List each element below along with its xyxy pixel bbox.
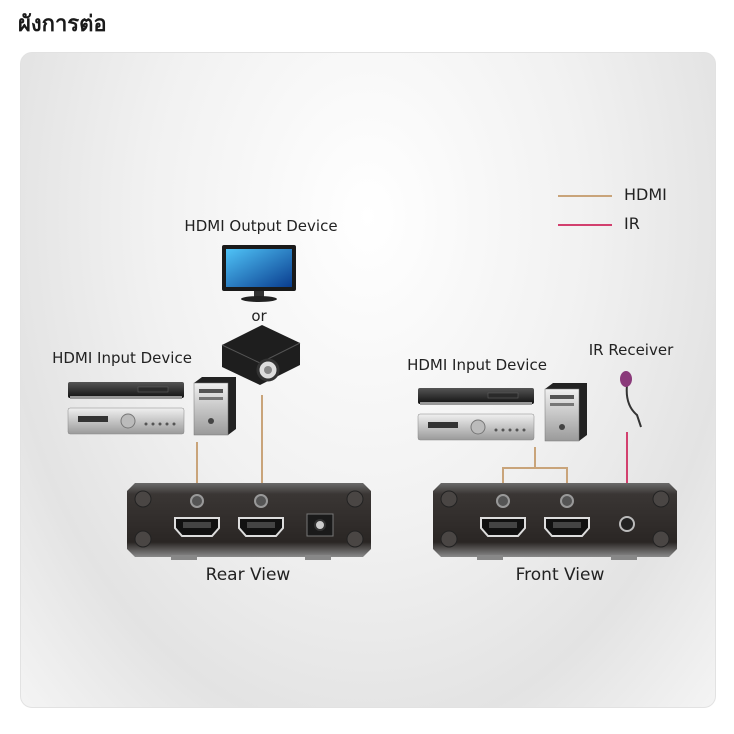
rear-pc-tower-icon xyxy=(193,376,237,436)
front-panel-device xyxy=(432,482,678,561)
rear-led-2 xyxy=(254,494,268,508)
rear-view-label: Rear View xyxy=(206,565,291,585)
monitor-icon xyxy=(222,245,296,302)
rear-hdmi-out-port xyxy=(238,517,284,537)
front-hdmi-in-port-2 xyxy=(544,517,590,537)
hdmi-output-device-label: HDMI Output Device xyxy=(184,217,337,235)
front-hdmi-cables xyxy=(502,447,568,493)
legend-ir-label: IR xyxy=(624,214,640,233)
or-label: or xyxy=(251,307,267,325)
front-led-2 xyxy=(560,494,574,508)
ir-port-icon xyxy=(619,516,635,532)
page-title: ผังการต่อ xyxy=(18,12,107,37)
rear-hdmi-input-device-label: HDMI Input Device xyxy=(52,349,192,367)
rear-led-1 xyxy=(190,494,204,508)
rear-dvd-player-icon xyxy=(67,381,185,435)
power-jack-icon xyxy=(306,513,334,537)
front-dvd-player-icon xyxy=(417,387,535,441)
rear-hdmi-in-port xyxy=(174,517,220,537)
front-view-label: Front View xyxy=(516,565,605,585)
front-pc-tower-icon xyxy=(544,382,588,442)
front-led-1 xyxy=(496,494,510,508)
rear-panel-device xyxy=(126,482,372,561)
ir-receiver-label: IR Receiver xyxy=(589,341,674,359)
front-hdmi-input-device-label: HDMI Input Device xyxy=(407,356,547,374)
connection-diagram-card xyxy=(20,52,716,708)
ir-receiver-icon xyxy=(620,371,642,428)
front-hdmi-in-port-1 xyxy=(480,517,526,537)
legend-hdmi-label: HDMI xyxy=(624,185,667,204)
legend: HDMI IR xyxy=(558,185,667,233)
projector-icon xyxy=(221,325,301,385)
